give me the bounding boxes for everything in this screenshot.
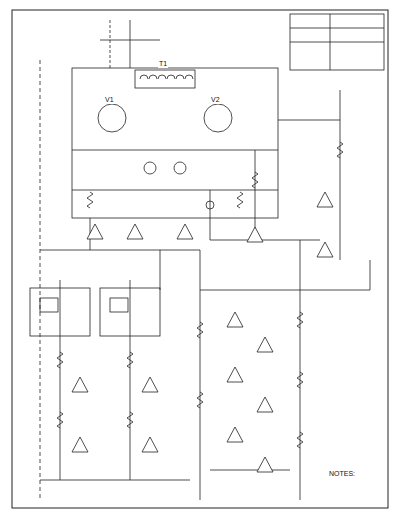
resistor-symbol	[297, 372, 303, 388]
tube-symbol	[204, 104, 232, 132]
label-text: V2	[210, 96, 221, 104]
resistor-symbol	[237, 192, 243, 208]
optocoupler-block	[100, 288, 160, 336]
label-text: T1	[158, 60, 168, 68]
output-transformer	[135, 70, 195, 88]
wires	[12, 10, 388, 508]
resistor-symbol	[87, 192, 93, 208]
opamp-symbol	[177, 224, 193, 239]
sheet-border	[12, 10, 388, 508]
opamp-symbol	[227, 367, 243, 382]
winding-stroke	[176, 75, 184, 79]
opamp-symbol	[257, 337, 273, 352]
opamp-symbol	[317, 242, 333, 257]
opamp-symbol	[87, 224, 103, 239]
opamp-symbol	[227, 312, 243, 327]
resistor-symbol	[127, 412, 133, 428]
opamp-symbol	[142, 437, 158, 452]
power-section-frame	[72, 68, 278, 218]
opamp-symbol	[72, 377, 88, 392]
opamp-symbol	[142, 377, 158, 392]
tube-symbol	[98, 104, 126, 132]
title-block	[290, 14, 384, 70]
resistor-symbol	[297, 312, 303, 328]
optocoupler-block	[30, 288, 90, 336]
opamp-symbol	[247, 227, 263, 242]
opamp-symbol	[72, 437, 88, 452]
resistor-symbol	[197, 392, 203, 408]
symbols	[57, 75, 343, 472]
winding-stroke	[185, 75, 193, 79]
resistor-symbol	[197, 322, 203, 338]
label-text: V1	[104, 96, 115, 104]
resistor-symbol	[297, 432, 303, 448]
opamp-symbol	[127, 224, 143, 239]
resistor-symbol	[57, 352, 63, 368]
winding-stroke	[140, 75, 148, 79]
winding-stroke	[158, 75, 166, 79]
opamp-symbol	[257, 457, 273, 472]
resistor-symbol	[127, 352, 133, 368]
resistor-symbol	[57, 412, 63, 428]
winding-stroke	[149, 75, 157, 79]
opamp-symbol	[227, 427, 243, 442]
opamp-symbol	[257, 397, 273, 412]
label-text: NOTES:	[328, 470, 356, 478]
opamp-symbol	[317, 192, 333, 207]
winding-stroke	[167, 75, 175, 79]
resistor-symbol	[337, 142, 343, 158]
resistor-symbol	[252, 172, 258, 188]
